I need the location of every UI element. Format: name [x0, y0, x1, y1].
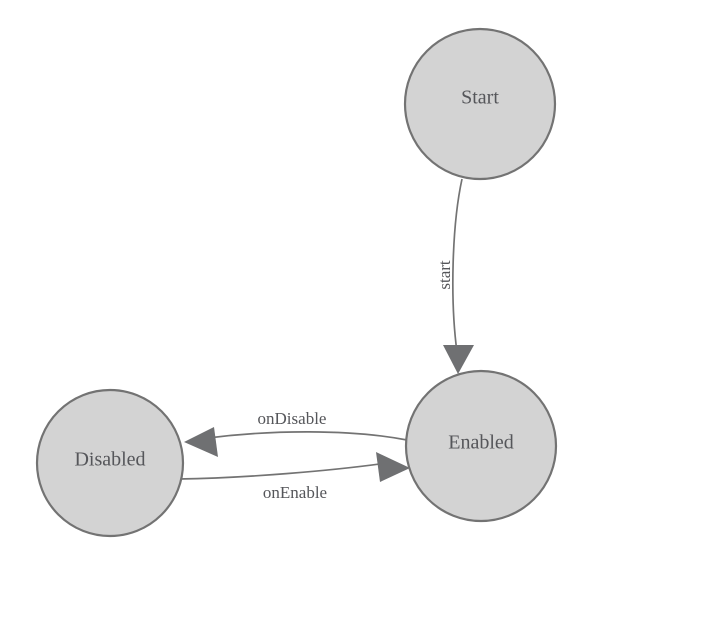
edge-label-on-disable: onDisable — [258, 409, 327, 428]
node-disabled-circle — [35, 388, 185, 538]
edge-path-enabled-to-disabled — [207, 431, 408, 441]
node-disabled-label: Disabled — [74, 449, 145, 471]
edge-label-start: start — [435, 260, 454, 290]
node-enabled[interactable]: Enabled — [404, 369, 558, 523]
node-enabled-circle — [404, 369, 558, 523]
arrowhead-left-icon — [184, 427, 218, 457]
edge-enabled-to-disabled[interactable]: onDisable — [184, 409, 408, 457]
node-disabled[interactable]: Disabled — [35, 388, 185, 538]
edge-path-start-to-enabled — [452, 178, 463, 353]
edge-start-to-enabled[interactable]: start — [435, 178, 474, 374]
edge-label-on-enable: onEnable — [263, 483, 327, 502]
node-start[interactable]: Start — [403, 27, 557, 181]
edge-path-disabled-to-enabled — [178, 462, 388, 480]
edge-disabled-to-enabled[interactable]: onEnable — [178, 452, 410, 502]
node-enabled-label: Enabled — [448, 432, 514, 454]
node-start-label: Start — [461, 87, 499, 109]
node-start-circle — [403, 27, 557, 181]
arrowhead-right-icon — [376, 452, 410, 482]
arrowhead-down-icon — [443, 345, 474, 374]
